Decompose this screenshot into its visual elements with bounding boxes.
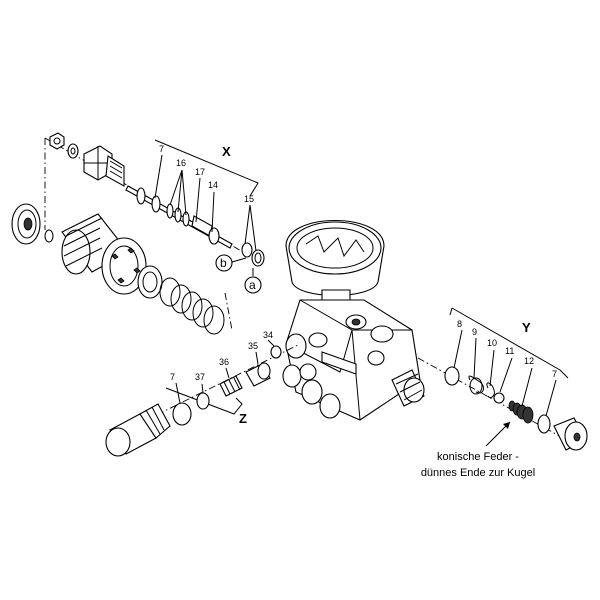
group-z-label: Z [239, 411, 247, 426]
label-37: 37 [195, 372, 205, 382]
cap-part [11, 203, 54, 245]
note-arrowhead [503, 422, 510, 429]
label-34: 34 [263, 330, 273, 340]
label-7-x: 7 [159, 144, 164, 154]
label-7-y: 7 [552, 369, 557, 379]
o-ring-37 [196, 392, 210, 410]
label-10: 10 [487, 338, 497, 348]
circle-a [244, 276, 262, 294]
group-y-label: Y [522, 320, 531, 335]
group-x-bracket [154, 139, 259, 197]
adjusting-knob-part [61, 213, 163, 299]
o-rings-part [241, 242, 265, 267]
group-z-leader-lines [175, 339, 275, 404]
note-line-1: konische Feder - [437, 451, 519, 463]
group-y-leader-lines [453, 329, 557, 417]
circle-b [215, 254, 233, 272]
group-y: Y 8 9 10 11 12 7 [417, 307, 588, 479]
group-x-label: X [222, 144, 231, 159]
valve-body-part [83, 145, 125, 187]
label-14: 14 [208, 180, 218, 190]
group-x: X [11, 132, 265, 335]
spring-part [159, 277, 225, 335]
label-16: 16 [176, 158, 186, 168]
washer-part [67, 143, 79, 159]
group-y-bracket [449, 307, 569, 379]
o-ring-8 [444, 366, 460, 386]
spring-36-part [219, 375, 243, 397]
label-17: 17 [195, 167, 205, 177]
pump-body [282, 220, 425, 421]
label-8: 8 [457, 319, 462, 329]
seat-10 [486, 382, 495, 399]
plug-part [553, 417, 588, 451]
label-36: 36 [219, 357, 229, 367]
o-ring-7-y [537, 414, 551, 434]
piston-rod-part [125, 185, 233, 249]
centerline-x-bottom [224, 292, 233, 331]
label-15: 15 [244, 194, 254, 204]
label-11: 11 [505, 346, 514, 356]
circle-b-label: b [220, 256, 227, 270]
quick-coupling-part [105, 403, 171, 457]
label-7-z: 7 [170, 372, 175, 382]
label-12: 12 [524, 356, 534, 366]
pressure-gauge [285, 220, 385, 313]
note-line-2: dünnes Ende zur Kugel [421, 467, 535, 479]
circlip-9 [468, 375, 484, 394]
o-ring-7-z [172, 402, 192, 426]
circle-leader-lines [231, 257, 254, 276]
nut-part [49, 132, 65, 150]
outlet-fitting [391, 369, 425, 407]
label-9: 9 [472, 327, 477, 337]
label-35: 35 [248, 341, 258, 351]
valve-35-part [245, 362, 271, 387]
group-x-leader-lines [154, 154, 257, 252]
circle-a-label: a [249, 278, 256, 292]
inlet-fittings [282, 363, 341, 419]
o-ring-34 [270, 345, 282, 359]
conical-spring-12 [508, 400, 534, 424]
group-z: Z 7 37 36 35 34 [105, 330, 301, 457]
ball-11 [493, 392, 505, 404]
